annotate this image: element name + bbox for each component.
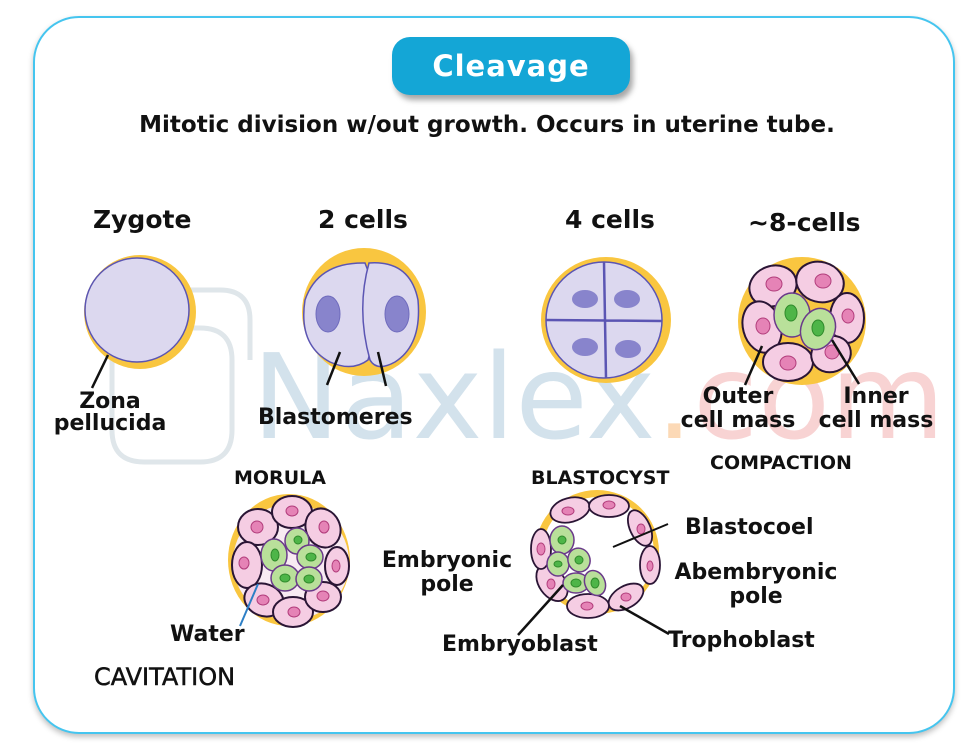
blastocoel-pointer	[612, 523, 669, 548]
abembryonic-pole-line1: Abembryonic	[674, 560, 838, 585]
embryonic-pole-line1: Embryonic	[381, 548, 513, 573]
morula-label: MORULA	[234, 467, 326, 489]
eight-cells-label: ~8-cells	[748, 208, 861, 237]
abembryonic-pole-line2: pole	[729, 584, 783, 609]
subtitle: Mitotic division w/out growth. Occurs in…	[139, 112, 835, 138]
outer-cell-mass-line1: Outer	[702, 384, 774, 409]
title-text: Cleavage	[432, 49, 590, 83]
trophoblast-label: Trophoblast	[668, 628, 815, 653]
blastocyst-label: BLASTOCYST	[531, 467, 670, 489]
inner-cell-mass-line2: cell mass	[818, 408, 934, 433]
outer-cell-mass-label: Outer cell mass	[668, 385, 808, 433]
water-pointer	[239, 583, 259, 627]
zona-pellucida-line2: pellucida	[53, 411, 167, 436]
compaction-label: COMPACTION	[710, 452, 852, 474]
blastocyst-embryo	[517, 490, 670, 636]
title-badge: Cleavage	[392, 37, 630, 95]
inner-cell-mass-label: Inner cell mass	[806, 385, 946, 433]
blastomere-pointer-left	[325, 351, 342, 386]
zygote-cell	[84, 255, 196, 389]
blastomere-pointer-right	[376, 351, 388, 387]
embryonic-pole-label: Embryonic pole	[372, 549, 522, 597]
two-cell-embryo	[302, 248, 426, 387]
outer-cell-mass-line2: cell mass	[680, 408, 796, 433]
abembryonic-pole-label: Abembryonic pole	[664, 561, 848, 609]
inner-cell-mass-pointer	[830, 339, 861, 385]
cavitation-label: CAVITATION	[94, 663, 236, 691]
zona-pellucida-pointer	[90, 354, 110, 389]
zona-pellucida-line1: Zona	[79, 389, 141, 414]
embryonic-pole-line2: pole	[420, 572, 474, 597]
water-label: Water	[170, 622, 245, 647]
morula-embryo	[228, 494, 350, 628]
four-cell-embryo	[541, 257, 671, 383]
zona-pellucida-label: Zona pellucida	[45, 391, 175, 435]
embryoblast-pointer	[517, 584, 564, 636]
four-cells-label: 4 cells	[565, 205, 655, 234]
outer-cell-mass-pointer	[743, 345, 764, 386]
trophoblast-pointer	[619, 604, 670, 636]
blastocoel-label: Blastocoel	[685, 515, 814, 540]
watermark-dot: .	[655, 328, 694, 466]
eight-cell-embryo	[738, 257, 866, 386]
zygote-label: Zygote	[93, 205, 192, 234]
inner-cell-mass-line1: Inner	[843, 384, 909, 409]
embryoblast-label: Embryoblast	[442, 632, 598, 657]
two-cells-label: 2 cells	[318, 205, 408, 234]
blastomeres-label: Blastomeres	[258, 405, 413, 430]
